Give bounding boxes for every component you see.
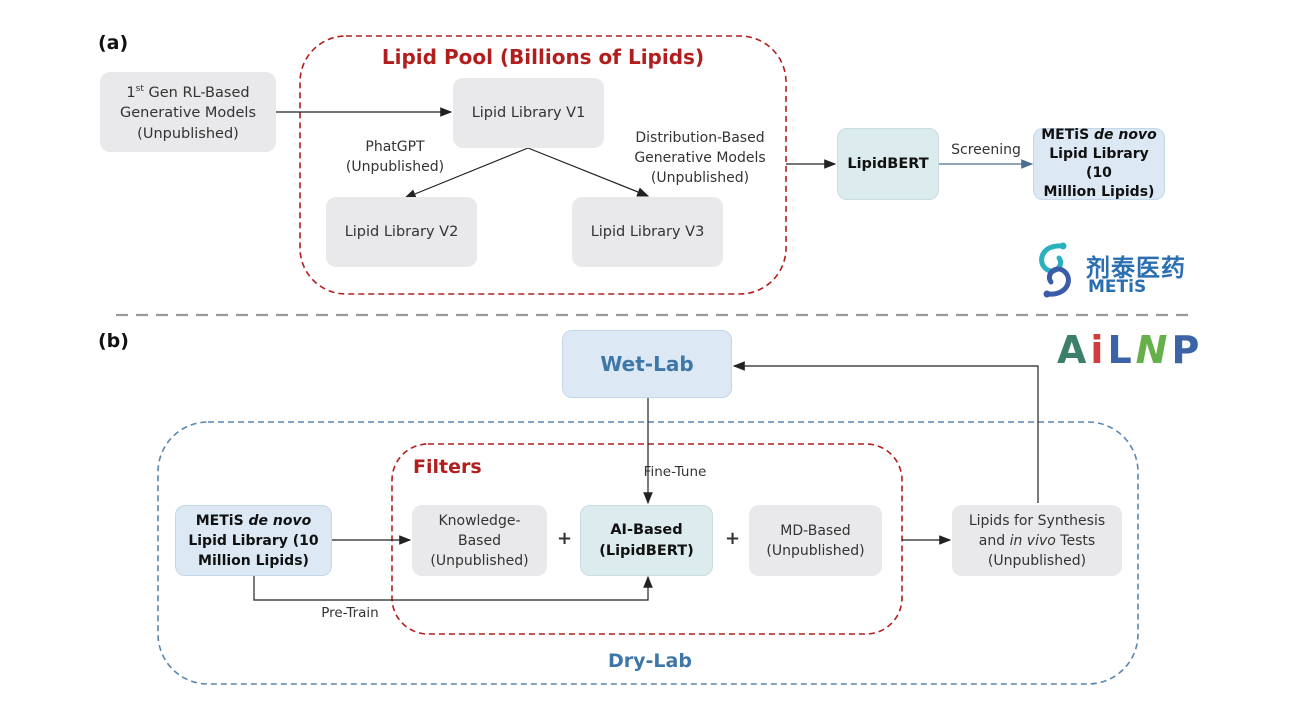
plus-sign-2: + <box>725 528 741 549</box>
screening-label: Screening <box>951 142 1021 158</box>
pre-train-label: Pre-Train <box>321 605 379 621</box>
lipid-library-v2: Lipid Library V2 <box>326 197 477 267</box>
distribution-label: Distribution-Based Generative Models (Un… <box>634 130 766 186</box>
fine-tune-label: Fine-Tune <box>643 464 707 480</box>
filters-region <box>391 443 903 635</box>
lipid-library-v3: Lipid Library V3 <box>572 197 723 267</box>
wet-lab-box: Wet-Lab <box>562 330 732 398</box>
metis-library-box-bottom: METiS de novo Lipid Library (10 Million … <box>175 505 332 576</box>
metis-logo-icon <box>1033 240 1077 300</box>
lipid-pool-region <box>299 35 787 295</box>
lipidbert-box: LipidBERT <box>837 128 939 200</box>
rl-box-line3: (Unpublished) <box>137 126 239 143</box>
md-based-box: MD-Based (Unpublished) <box>749 505 882 576</box>
panel-label-a: (a) <box>98 32 129 54</box>
phatgpt-label: PhatGPT (Unpublished) <box>345 139 445 175</box>
synthesis-box: Lipids for Synthesis and in vivo Tests (… <box>952 505 1122 576</box>
ailnp-logo: AiLNP <box>1057 328 1204 372</box>
rl-box-line2: Generative Models <box>119 105 257 122</box>
arrow-pretrain <box>253 575 653 601</box>
filters-title: Filters <box>413 456 482 478</box>
ai-based-box: AI-Based (LipidBERT) <box>580 505 713 576</box>
arrow-v1-to-v3 <box>527 147 650 197</box>
metis-logo-text: METiS <box>1088 277 1147 297</box>
panel-label-b: (b) <box>98 330 129 352</box>
rl-generative-box: 1st Gen RL-Based Generative Models (Unpu… <box>100 72 276 152</box>
arrow-v1-to-v2 <box>403 147 529 199</box>
dry-lab-title: Dry-Lab <box>608 650 692 672</box>
rl-box-line1: 1st Gen RL-Based <box>126 83 250 101</box>
knowledge-based-box: Knowledge- Based (Unpublished) <box>412 505 547 576</box>
arrow-synthesis-to-wetlab <box>732 361 1039 503</box>
lipid-pool-title: Lipid Pool (Billions of Lipids) <box>381 45 705 69</box>
metis-logo-chinese: 剂泰医药 <box>1086 254 1186 282</box>
lipid-library-v1: Lipid Library V1 <box>453 78 604 148</box>
metis-library-box-top: METiS de novo Lipid Library (10 Million … <box>1033 127 1165 200</box>
plus-sign-1: + <box>557 528 573 549</box>
